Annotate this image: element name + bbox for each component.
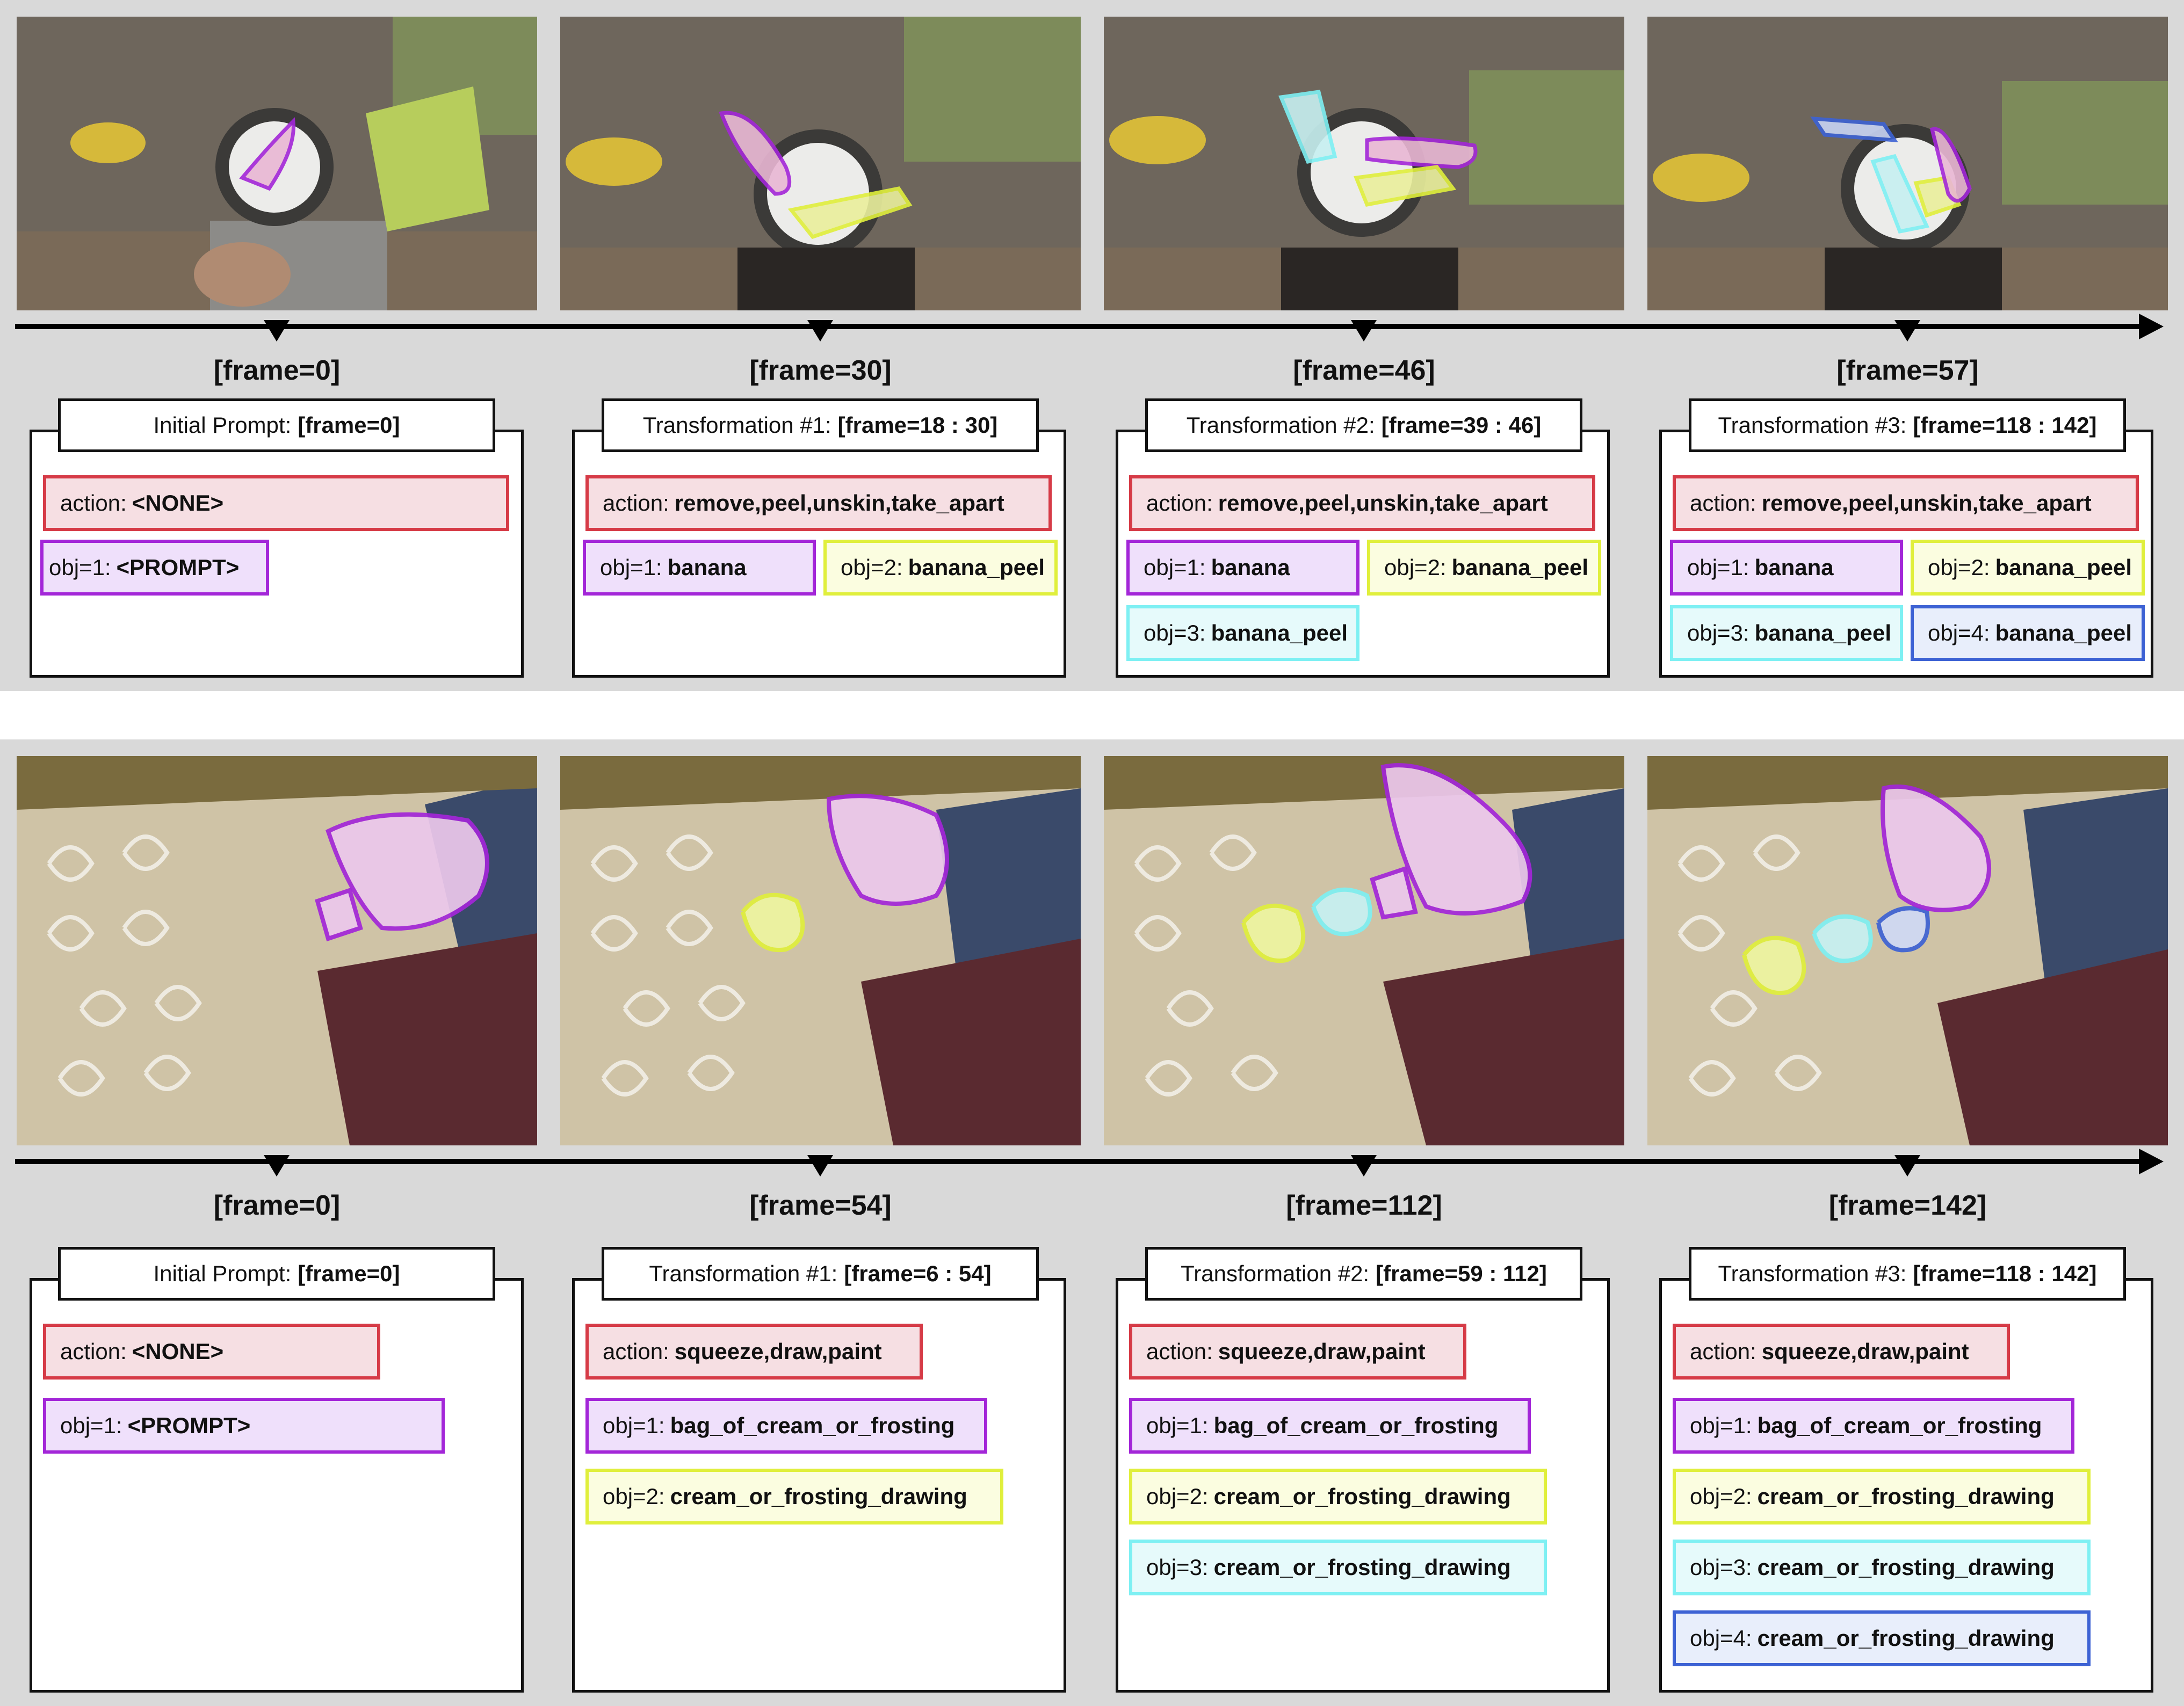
object-tag-obj3: obj=3:banana_peel — [1126, 605, 1359, 661]
object-tag-obj4: obj=4:banana_peel — [1911, 605, 2145, 661]
timeline-marker — [1351, 320, 1377, 342]
banana-frame-photo-46 — [1104, 17, 1624, 310]
object-tag-obj2: obj=2:banana_peel — [1367, 540, 1601, 596]
transformation-3-panel: action:squeeze,draw,paint obj=1:bag_of_c… — [1659, 1278, 2153, 1693]
action-tag: action:<NONE> — [43, 1324, 380, 1380]
panel-title: Initial Prompt:[frame=0] — [58, 1247, 495, 1301]
object-tag-obj2: obj=2:cream_or_frosting_drawing — [585, 1469, 1003, 1524]
frosting-frame-photo-112 — [1104, 756, 1624, 1145]
panel-title: Transformation #1:[frame=18 : 30] — [602, 398, 1039, 452]
action-tag: action:remove,peel,unskin,take_apart — [1129, 475, 1595, 531]
frame-label: [frame=54] — [749, 1190, 892, 1221]
panel-title: Initial Prompt:[frame=0] — [58, 398, 495, 452]
frame-label: [frame=0] — [213, 1190, 341, 1221]
initial-prompt-panel: action:<NONE> obj=1:<PROMPT> — [30, 430, 524, 678]
object-tag-obj3: obj=3:banana_peel — [1670, 605, 1903, 661]
frame-label: [frame=30] — [749, 355, 892, 386]
transformation-1-panel: action:remove,peel,unskin,take_apart obj… — [572, 430, 1066, 678]
object-tag-obj1: obj=1:bag_of_cream_or_frosting — [1129, 1398, 1531, 1454]
action-tag: action:remove,peel,unskin,take_apart — [1673, 475, 2139, 531]
object-tag-obj2: obj=2:banana_peel — [823, 540, 1058, 596]
object-tag-obj3: obj=3:cream_or_frosting_drawing — [1673, 1540, 2091, 1595]
frosting-frame-photo-142 — [1647, 756, 2168, 1145]
object-tag-obj1: obj=1:banana — [1670, 540, 1903, 596]
object-tag-obj2: obj=2:banana_peel — [1911, 540, 2145, 596]
frame-label: [frame=142] — [1828, 1190, 1987, 1221]
frosting-timeline-arrow — [15, 1145, 2164, 1178]
panel-title: Transformation #3:[frame=118 : 142] — [1689, 1247, 2126, 1301]
transformation-3-panel: action:remove,peel,unskin,take_apart obj… — [1659, 430, 2153, 678]
panel-title: Transformation #3:[frame=118 : 142] — [1689, 398, 2126, 452]
timeline-marker — [807, 320, 833, 342]
action-tag: action:<NONE> — [43, 475, 509, 531]
frame-label: [frame=112] — [1286, 1190, 1442, 1221]
initial-prompt-panel: action:<NONE> obj=1:<PROMPT> — [30, 1278, 524, 1693]
timeline-marker — [1894, 1155, 1920, 1177]
banana-frame-photo-57 — [1647, 17, 2168, 310]
panel-title: Transformation #1:[frame=6 : 54] — [602, 1247, 1039, 1301]
object-tag-obj1: obj=1:banana — [583, 540, 816, 596]
object-tag-obj2: obj=2:cream_or_frosting_drawing — [1673, 1469, 2091, 1524]
banana-timeline-arrow — [15, 310, 2164, 343]
panel-title: Transformation #2:[frame=39 : 46] — [1145, 398, 1582, 452]
object-tag-obj1: obj=1:banana — [1126, 540, 1359, 596]
object-tag-obj2: obj=2:cream_or_frosting_drawing — [1129, 1469, 1547, 1524]
transformation-2-panel: action:squeeze,draw,paint obj=1:bag_of_c… — [1116, 1278, 1610, 1693]
object-tag-obj1: obj=1:<PROMPT> — [43, 1398, 445, 1454]
object-tag-obj1: obj=1:<PROMPT> — [40, 540, 269, 596]
frosting-frame-photo-54 — [560, 756, 1081, 1145]
object-tag-obj1: obj=1:bag_of_cream_or_frosting — [585, 1398, 987, 1454]
object-tag-obj4: obj=4:cream_or_frosting_drawing — [1673, 1610, 2091, 1666]
object-tag-obj3: obj=3:cream_or_frosting_drawing — [1129, 1540, 1547, 1595]
object-tag-obj1: obj=1:bag_of_cream_or_frosting — [1673, 1398, 2074, 1454]
action-tag: action:squeeze,draw,paint — [1129, 1324, 1466, 1380]
frosting-frame-photo-0 — [17, 756, 537, 1145]
banana-frame-photo-30 — [560, 17, 1081, 310]
panel-title: Transformation #2:[frame=59 : 112] — [1145, 1247, 1582, 1301]
action-tag: action:squeeze,draw,paint — [585, 1324, 923, 1380]
action-tag: action:remove,peel,unskin,take_apart — [585, 475, 1052, 531]
frame-label: [frame=46] — [1293, 355, 1435, 386]
banana-frame-photo-0 — [17, 17, 537, 310]
frame-label: [frame=57] — [1836, 355, 1979, 386]
timeline-marker — [264, 1155, 290, 1177]
timeline-marker — [1351, 1155, 1377, 1177]
timeline-marker — [1894, 320, 1920, 342]
frame-label: [frame=0] — [213, 355, 341, 386]
transformation-1-panel: action:squeeze,draw,paint obj=1:bag_of_c… — [572, 1278, 1066, 1693]
action-tag: action:squeeze,draw,paint — [1673, 1324, 2010, 1380]
timeline-marker — [264, 320, 290, 342]
timeline-marker — [807, 1155, 833, 1177]
transformation-2-panel: action:remove,peel,unskin,take_apart obj… — [1116, 430, 1610, 678]
